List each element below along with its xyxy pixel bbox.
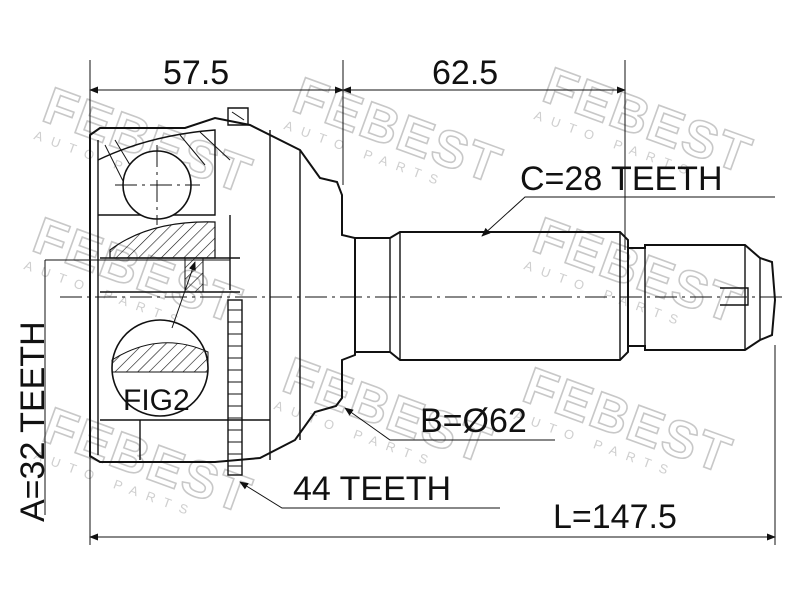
figure-reference-label: FIG2 — [123, 384, 190, 417]
callout-boot-diameter: B=Ø62 — [420, 402, 527, 440]
watermark-8: FEBEST AUTO PARTS — [32, 396, 260, 526]
dimension-top-left: 57.5 — [163, 54, 229, 92]
inner-race-hatch — [109, 221, 216, 259]
leader-lines — [239, 196, 775, 509]
watermark-4: FEBEST AUTO PARTS — [22, 206, 250, 336]
callout-abs-ring: 44 TEETH — [293, 470, 451, 508]
callout-outer-spline: C=28 TEETH — [520, 160, 723, 198]
dimension-overall-length: L=147.5 — [553, 498, 677, 536]
dimension-top-right: 62.5 — [432, 54, 498, 92]
spline-hatch — [184, 257, 204, 293]
cv-joint-part — [60, 107, 785, 476]
fig2-hatch — [111, 342, 209, 373]
watermark-7: FEBEST AUTO PARTS — [512, 356, 740, 486]
dimension-lines — [44, 60, 776, 545]
watermark-5: FEBEST AUTO PARTS — [522, 206, 750, 336]
abs-ring — [227, 299, 243, 476]
callout-inner-spline: A=32 TEETH — [14, 321, 52, 522]
